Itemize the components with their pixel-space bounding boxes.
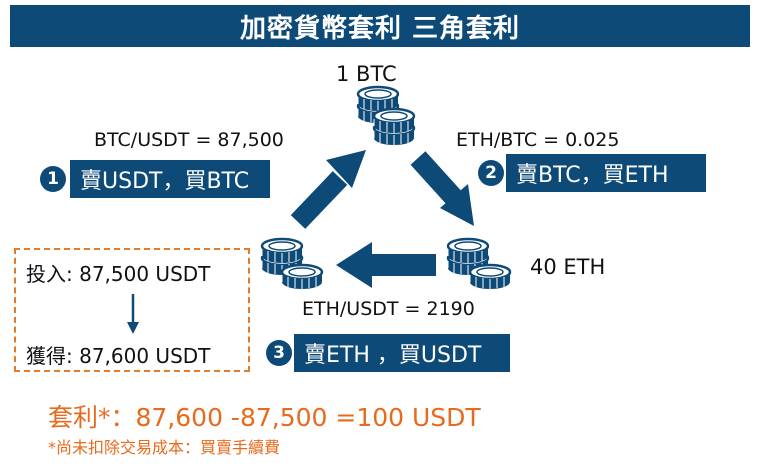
arbitrage-result: 套利*：87,600 -87,500 =100 USDT [48, 403, 481, 432]
rate-btc-usdt: BTC/USDT = 87,500 [94, 129, 284, 151]
output-amount: 獲得: 87,600 USDT [26, 344, 211, 368]
step-number-1: 1 [40, 166, 66, 192]
input-amount: 投入: 87,500 USDT [26, 262, 211, 286]
rate-eth-btc: ETH/BTC = 0.025 [456, 129, 620, 151]
rate-eth-usdt: ETH/USDT = 2190 [302, 298, 475, 320]
arrow-icon-step1 [290, 150, 366, 229]
step-label-3: 賣ETH ，買USDT [294, 334, 510, 372]
node-label-btc: 1 BTC [336, 62, 397, 86]
step-label-2: 賣BTC，買ETH [506, 154, 706, 192]
step-number-2: 2 [478, 160, 504, 186]
coin-stack-icon-usdt [260, 237, 324, 291]
step-number-3: 3 [266, 340, 292, 366]
page-title: 加密貨幣套利 三角套利 [10, 5, 750, 47]
arrow-icon-step3 [336, 242, 436, 288]
arrow-icon-step2 [410, 151, 474, 226]
flow-box [14, 248, 250, 372]
coin-stack-icon-btc [356, 85, 416, 147]
coin-stack-icon-eth [446, 237, 512, 291]
node-label-eth: 40 ETH [530, 255, 606, 279]
arrow-icon-flow [127, 294, 139, 334]
cost-note: *尚未扣除交易成本：買賣手續費 [48, 438, 281, 457]
step-label-1: 賣USDT，買BTC [70, 160, 270, 198]
